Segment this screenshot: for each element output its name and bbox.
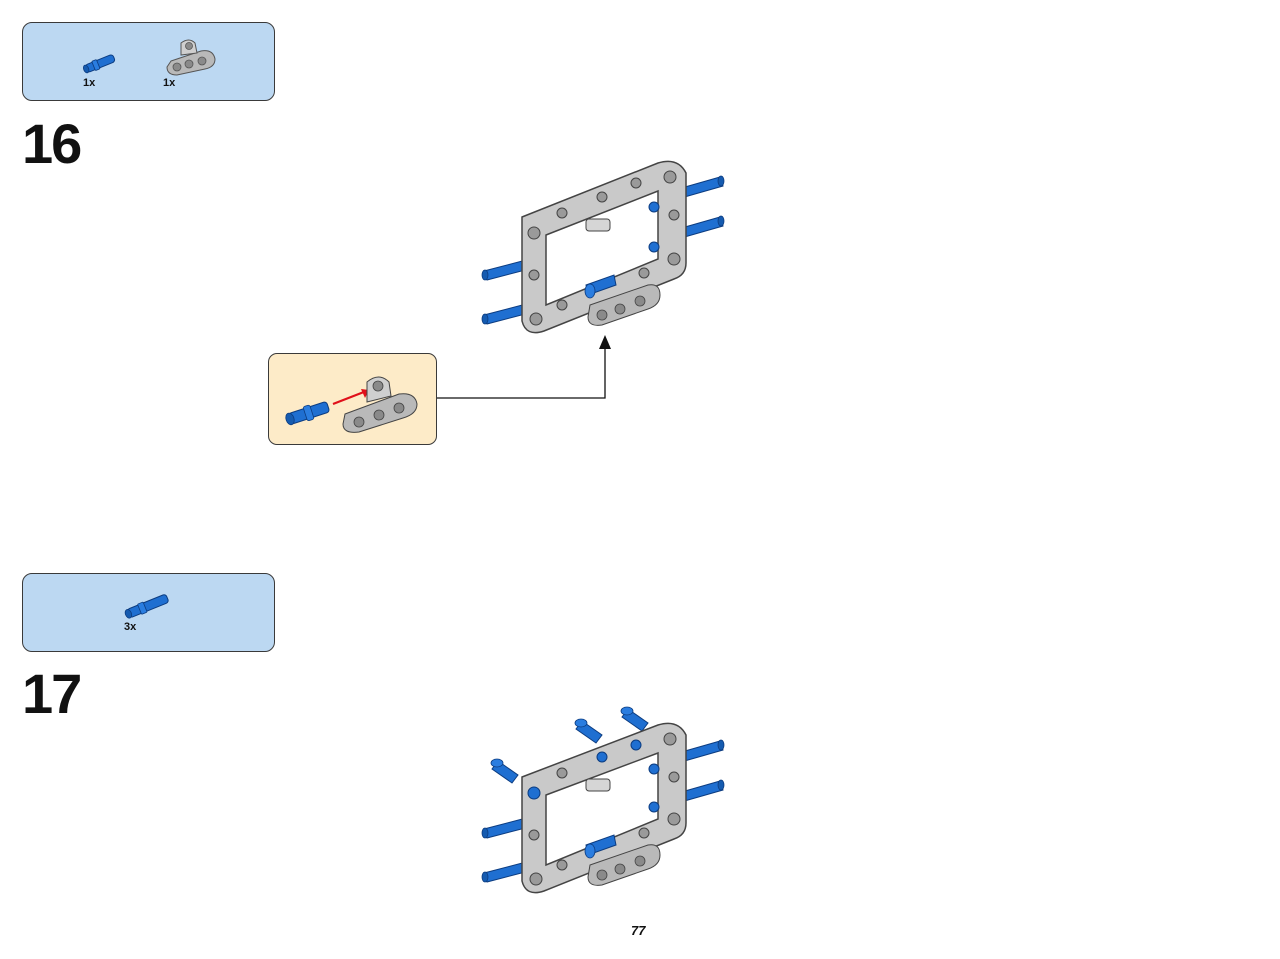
sub-assembly-illustration (285, 376, 418, 433)
step-number: 16 (22, 112, 82, 175)
blue-axle-pin-icon (124, 594, 169, 619)
connector-icon (585, 778, 611, 792)
part-quantity: 1x (163, 77, 176, 89)
step-number: 17 (22, 662, 82, 725)
callout-connector-arrow (436, 335, 611, 399)
blue-pin-end-icon (648, 201, 660, 213)
blue-axle-pin-icon (83, 54, 116, 74)
liftarm-with-pin-icon (584, 274, 661, 326)
step-16-parts-list: 1x 1x (22, 22, 275, 101)
step-17-assembly-illustration (481, 706, 725, 894)
liftarm-with-pin-icon (584, 834, 661, 886)
page-number: 77 (631, 923, 646, 938)
blue-pin-end-icon (648, 763, 660, 775)
part-quantity: 3x (124, 621, 137, 633)
part-quantity: 1x (83, 77, 96, 89)
blue-pin-end-icon (648, 241, 660, 253)
sub-assembly-callout (268, 353, 437, 445)
blue-pin-icon (481, 816, 534, 883)
gray-liftarm-axle-hole-icon (166, 39, 216, 76)
blue-pin-icon (481, 258, 534, 325)
connector-icon (585, 218, 611, 232)
step-16-assembly-illustration (481, 160, 725, 334)
step-17-parts-list: 3x (22, 573, 275, 652)
blue-pin-icon (490, 706, 649, 784)
blue-pin-end-icon (648, 801, 660, 813)
